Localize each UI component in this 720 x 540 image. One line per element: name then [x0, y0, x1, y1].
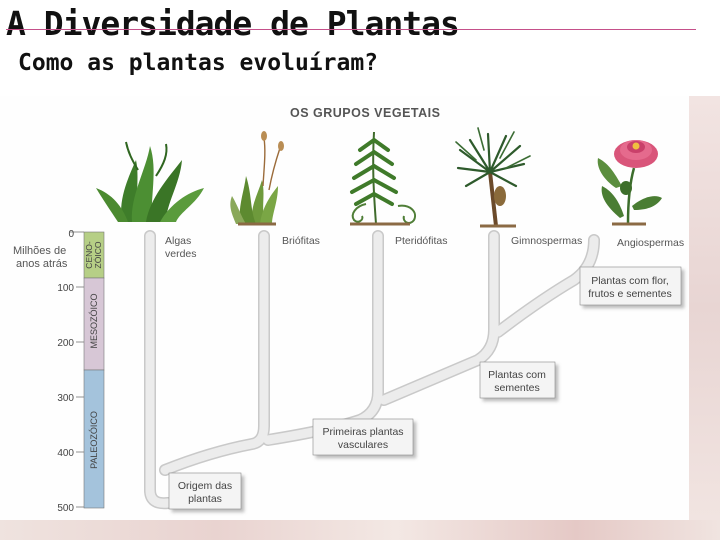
axis-title-line2: anos atrás	[16, 258, 68, 270]
branch-gymnosperms	[379, 231, 499, 405]
evolution-figure: OS GRUPOS VEGETAIS Milhões de anos atrás…	[0, 96, 689, 520]
era-label-paleozoic: PALEOZÓICO	[89, 411, 99, 469]
event-flowers-line1: Plantas com flor,	[591, 275, 669, 287]
group-label-algae-1: Algas	[165, 235, 191, 247]
figure-header: OS GRUPOS VEGETAIS	[290, 106, 440, 120]
era-label-cenozoic-2: ZÓICO	[93, 241, 103, 268]
event-seeds-line2: sementes	[494, 382, 540, 394]
slide-title: A Diversidade de Plantas	[6, 4, 460, 43]
group-label-pteridophytes: Pteridófitas	[395, 235, 448, 247]
branch-bryophytes-shadow	[159, 230, 270, 476]
tick-label-3: 300	[57, 393, 74, 404]
background-bottom-strip	[0, 520, 720, 540]
slide-subtitle: Como as plantas evoluíram?	[18, 50, 379, 76]
era-paleozoic	[83, 369, 105, 509]
event-box-flowers: Plantas com flor, frutos e sementes	[579, 266, 682, 306]
flower-icon	[597, 140, 662, 226]
group-label-algae-2: verdes	[165, 248, 197, 260]
title-rule	[6, 29, 696, 30]
tick-label-5: 500	[57, 503, 74, 514]
event-box-seeds: Plantas com sementes	[479, 361, 556, 399]
branch-pteridophytes-shadow	[262, 230, 384, 446]
evolution-diagram: OS GRUPOS VEGETAIS Milhões de anos atrás…	[13, 106, 684, 514]
green-algae-icon	[96, 141, 204, 222]
tick-label-4: 400	[57, 448, 74, 459]
branch-pteridophytes	[263, 231, 383, 445]
group-label-angiosperms: Angiospermas	[617, 237, 684, 249]
event-box-origin: Origem das plantas	[168, 472, 242, 510]
event-box-vascular: Primeiras plantas vasculares	[312, 418, 414, 456]
event-vascular-line2: vasculares	[338, 439, 388, 451]
fern-icon	[350, 131, 416, 226]
axis-title-line1: Milhões de	[13, 245, 66, 257]
time-axis: 0 100 200 300 400 500	[57, 229, 84, 514]
tick-label-2: 200	[57, 338, 74, 349]
era-label-mesozoic: MESOZÓICO	[89, 293, 99, 348]
group-label-bryophytes: Briófitas	[282, 235, 320, 247]
branch-bryophytes	[160, 231, 269, 475]
tick-label-0: 0	[68, 229, 74, 240]
tick-label-1: 100	[57, 283, 74, 294]
event-flowers-line2: frutos e sementes	[588, 288, 671, 300]
background-right-strip	[689, 96, 720, 520]
conifer-icon	[455, 127, 531, 228]
branch-root	[145, 485, 173, 508]
event-vascular-line1: Primeiras plantas	[322, 426, 403, 438]
group-label-gymnosperms: Gimnospermas	[511, 235, 582, 247]
era-bar: CENO- ZÓICO MESOZÓICO PALEOZÓICO	[83, 231, 105, 509]
era-label-cenozoic-1: CENO-	[84, 241, 94, 269]
event-origin-line2: plantas	[188, 493, 222, 505]
event-origin-line1: Origem das	[178, 480, 232, 492]
moss-icon	[230, 131, 284, 226]
branch-angiosperms	[493, 235, 599, 337]
event-seeds-line1: Plantas com	[488, 369, 546, 381]
